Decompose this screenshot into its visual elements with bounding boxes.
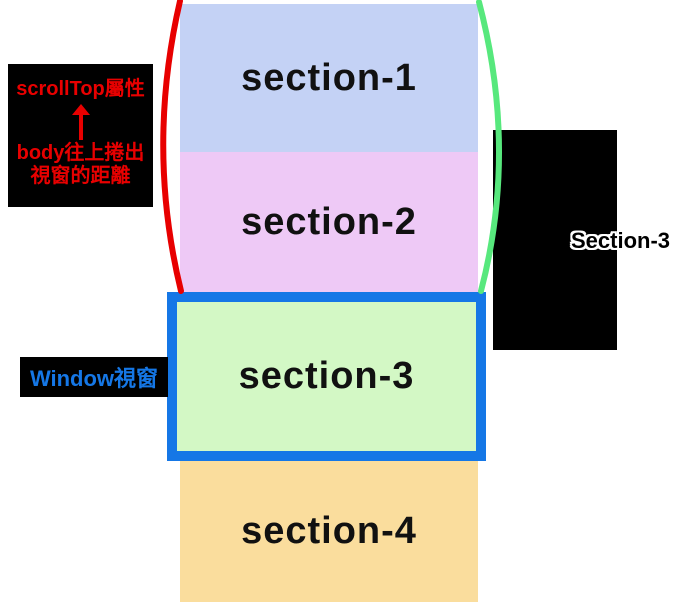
section-1-label: section-1 (241, 56, 417, 99)
right-annotation-box (493, 130, 617, 350)
scrolltop-desc-line2: 視窗的距離 (30, 165, 131, 187)
window-viewport-frame: section-3 (167, 292, 486, 461)
scrolltop-desc-line1: body往上捲出 (16, 142, 145, 164)
section-4-label: section-4 (241, 510, 417, 552)
scrolltop-title: scrollTop屬性 (16, 78, 145, 100)
up-arrow-icon (71, 104, 90, 140)
window-label-box: Window視窗 (20, 357, 168, 397)
right-section-label: Section-3 (571, 228, 671, 253)
red-brace-curve (160, 0, 184, 294)
section-2-block: section-2 (180, 152, 478, 293)
section-3-label: section-3 (238, 355, 415, 397)
section-4-block: section-4 (180, 461, 478, 602)
scrolltop-annotation-box: scrollTop屬性 body往上捲出 視窗的距離 (8, 64, 153, 207)
section-2-label: section-2 (241, 201, 417, 243)
window-label: Window視窗 (29, 366, 159, 391)
section-1-block: section-1 (180, 4, 478, 152)
arrow-head (71, 104, 90, 115)
arrow-stem (78, 113, 83, 140)
